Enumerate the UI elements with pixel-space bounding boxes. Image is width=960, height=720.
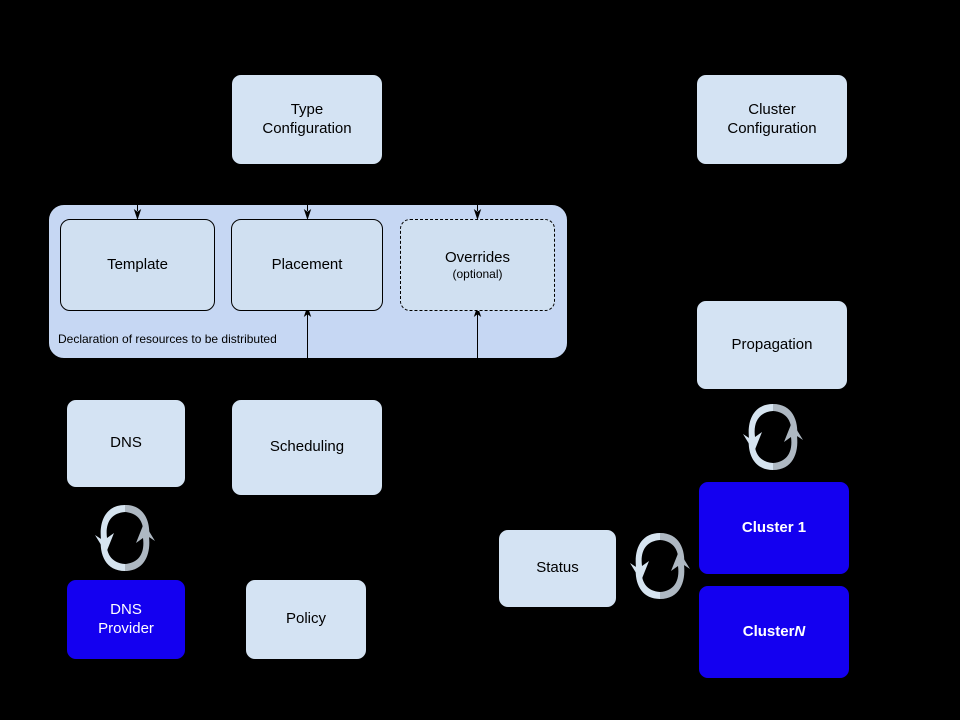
node-cluster-n-label: Cluster (742, 622, 795, 640)
connector-typeconfig-overrides-line (477, 199, 478, 211)
arrowhead-down-placement (303, 209, 312, 220)
node-dns-provider[interactable]: DNS Provider (66, 579, 186, 660)
arrowhead-down-overrides (473, 209, 482, 220)
node-status[interactable]: Status (498, 529, 617, 608)
node-cluster-1[interactable]: Cluster 1 (698, 481, 850, 575)
connector-scheduling-placement-line (307, 311, 308, 359)
node-template[interactable]: Template (60, 219, 215, 311)
arrowhead-up-placement (303, 306, 312, 317)
node-overrides-sublabel: (optional) (452, 266, 503, 281)
connector-policy-overrides-line (477, 311, 478, 359)
node-cluster-n-index: N (794, 622, 806, 640)
arrowhead-up-overrides (473, 306, 482, 317)
connector-typeconfig-template-line (137, 199, 138, 211)
sync-cycle-icon-status (630, 533, 690, 599)
node-overrides-label: Overrides (444, 248, 511, 266)
node-type-configuration[interactable]: Type Configuration (231, 74, 383, 165)
sync-cycle-icon-dns (95, 505, 155, 571)
sync-cycle-icon-propagation (743, 404, 803, 470)
node-scheduling[interactable]: Scheduling (231, 399, 383, 496)
node-overrides[interactable]: Overrides (optional) (400, 219, 555, 311)
declaration-panel-caption: Declaration of resources to be distribut… (58, 332, 277, 346)
node-propagation[interactable]: Propagation (696, 300, 848, 390)
node-cluster-n[interactable]: Cluster N (698, 585, 850, 679)
node-policy[interactable]: Policy (245, 579, 367, 660)
connector-typeconfig-placement-line (307, 199, 308, 211)
node-dns[interactable]: DNS (66, 399, 186, 488)
node-placement[interactable]: Placement (231, 219, 383, 311)
node-cluster-configuration[interactable]: Cluster Configuration (696, 74, 848, 165)
arrowhead-down-template (133, 209, 142, 220)
